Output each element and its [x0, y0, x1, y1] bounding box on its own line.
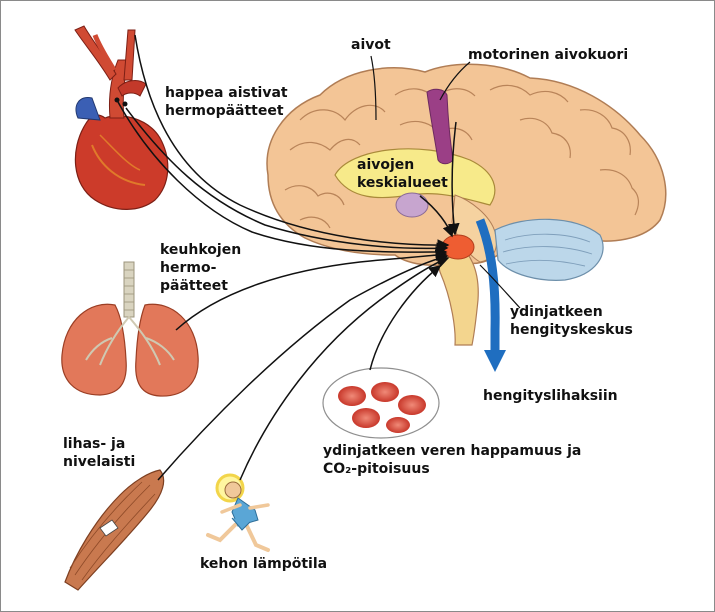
input-arrows — [117, 34, 460, 481]
output-arrow — [475, 218, 506, 372]
label-oxygen-sensing-nerve-endings: happea aistivat hermopäätteet — [165, 85, 288, 119]
label-aivot: aivot — [351, 37, 391, 53]
label-blood-acidity-co2: ydinjatkeen veren happamuus ja CO₂-pitoi… — [323, 443, 582, 477]
muscle-icon — [64, 469, 165, 591]
blood-cells-icon — [322, 367, 440, 439]
runner-icon — [206, 473, 270, 552]
label-central-brain-areas: aivojen keskialueet — [357, 157, 448, 191]
brain-icon — [266, 63, 667, 346]
label-to-respiratory-muscles: hengityslihaksiin — [483, 388, 618, 404]
label-body-temperature: kehon lämpötila — [200, 556, 328, 572]
lungs-icon — [61, 261, 199, 397]
label-motor-cortex: motorinen aivokuori — [468, 47, 629, 63]
label-lung-nerve-endings: keuhkojen hermo- päätteet — [160, 242, 242, 294]
label-muscle-joint-sense: lihas- ja nivelaisti — [63, 436, 136, 470]
leader-lines — [370, 55, 521, 309]
heart-icon — [74, 25, 169, 210]
label-medulla-respiratory-center: ydinjatkeen hengityskeskus — [510, 304, 633, 338]
